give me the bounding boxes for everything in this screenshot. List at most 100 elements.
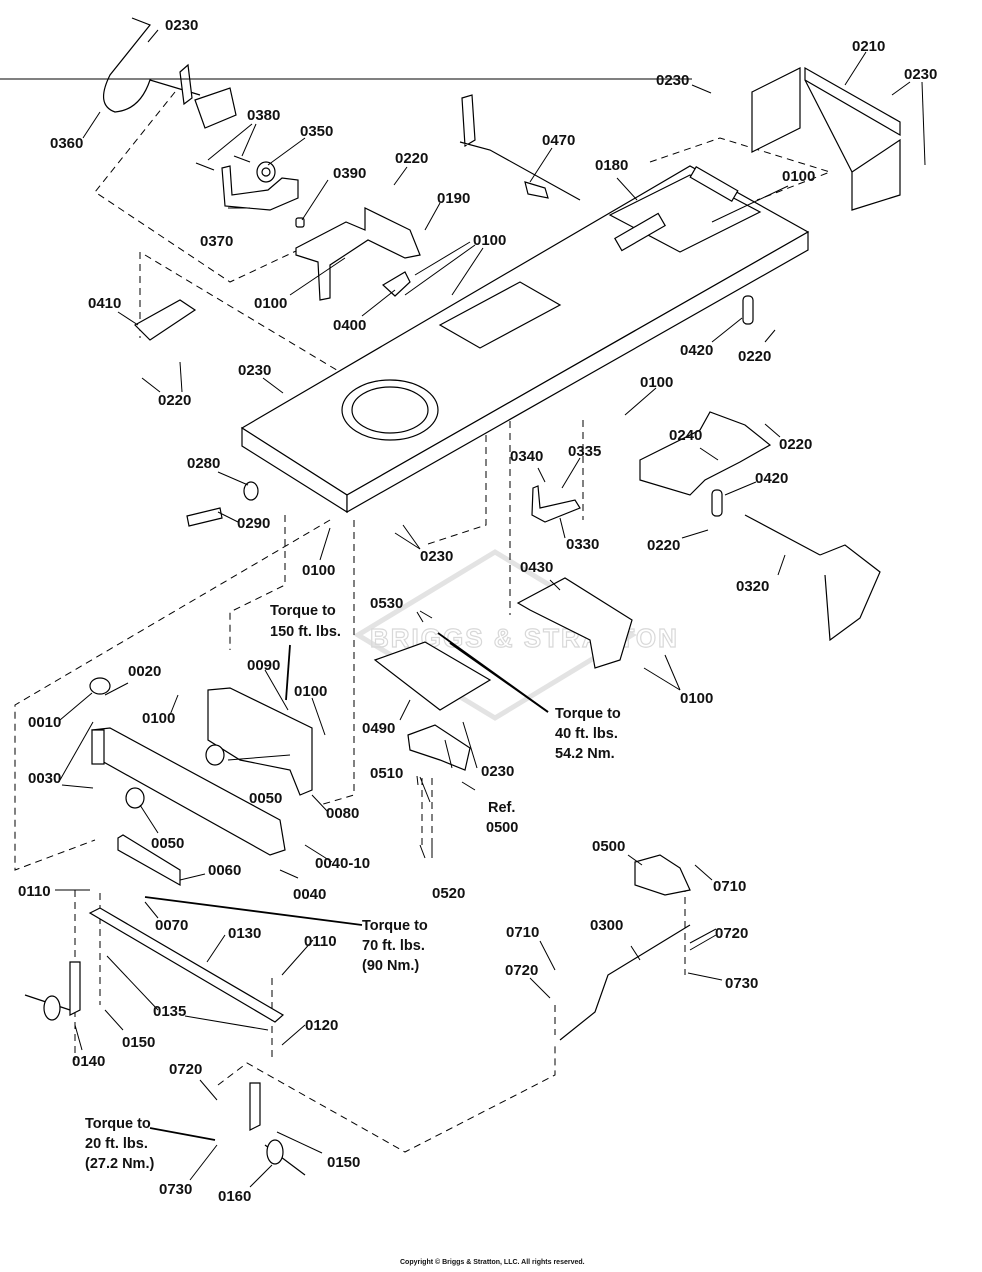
callout-0040[interactable]: 0040 xyxy=(293,886,326,903)
bolt-0290[interactable] xyxy=(186,507,223,527)
plate-0490[interactable] xyxy=(373,641,492,711)
callout-0720[interactable]: 0720 xyxy=(505,962,538,979)
callout-0530[interactable]: 0530 xyxy=(370,595,403,612)
bushing-0350[interactable] xyxy=(256,161,276,183)
callout-0010[interactable]: 0010 xyxy=(28,714,61,731)
callout-0350[interactable]: 0350 xyxy=(300,123,333,140)
callout-0080[interactable]: 0080 xyxy=(326,805,359,822)
callout-0100[interactable]: 0100 xyxy=(142,710,175,727)
pedal-0320[interactable] xyxy=(744,514,881,642)
callout-0130[interactable]: 0130 xyxy=(228,925,261,942)
callout-0470[interactable]: 0470 xyxy=(542,132,575,149)
bracket-0080[interactable] xyxy=(207,687,313,796)
callout-0360[interactable]: 0360 xyxy=(50,135,83,152)
frame-0180[interactable] xyxy=(240,165,810,514)
cap-0010[interactable] xyxy=(89,677,111,695)
drag-link-0300[interactable] xyxy=(559,924,691,1041)
callout-0150[interactable]: 0150 xyxy=(327,1154,360,1171)
bracket-0210[interactable] xyxy=(751,66,901,211)
bracket-0240[interactable] xyxy=(639,411,772,496)
callout-0100[interactable]: 0100 xyxy=(254,295,287,312)
control-lever-0470[interactable] xyxy=(459,94,581,201)
spindle-0140[interactable] xyxy=(24,961,81,1021)
callout-0040-10[interactable]: 0040-10 xyxy=(315,855,370,872)
callout-0370[interactable]: 0370 xyxy=(200,233,233,250)
cam-0500-ref[interactable] xyxy=(407,724,471,771)
callout-0420[interactable]: 0420 xyxy=(755,470,788,487)
callout-0100[interactable]: 0100 xyxy=(473,232,506,249)
callout-0180[interactable]: 0180 xyxy=(595,157,628,174)
callout-0500[interactable]: 0500 xyxy=(592,838,625,855)
callout-0380[interactable]: 0380 xyxy=(247,107,280,124)
bushing-0050-b[interactable] xyxy=(125,787,145,809)
callout-0730[interactable]: 0730 xyxy=(159,1181,192,1198)
callout-0710[interactable]: 0710 xyxy=(713,878,746,895)
steering-arm-0500[interactable] xyxy=(634,854,691,896)
callout-0110[interactable]: 0110 xyxy=(18,883,51,900)
callout-0110[interactable]: 0110 xyxy=(304,933,337,950)
callout-0490[interactable]: 0490 xyxy=(362,720,395,737)
bracket-0060[interactable] xyxy=(117,834,181,887)
washer-0280[interactable] xyxy=(243,481,259,501)
callout-0730[interactable]: 0730 xyxy=(725,975,758,992)
callout-0100[interactable]: 0100 xyxy=(302,562,335,579)
tie-rod-0130[interactable] xyxy=(88,907,285,1023)
callout-0340[interactable]: 0340 xyxy=(510,448,543,465)
callout-0020[interactable]: 0020 xyxy=(128,663,161,680)
spacer-0390[interactable] xyxy=(295,217,305,228)
callout-0070[interactable]: 0070 xyxy=(155,917,188,934)
callout-0230[interactable]: 0230 xyxy=(481,763,514,780)
callout-0100[interactable]: 0100 xyxy=(640,374,673,391)
bracket-0400[interactable] xyxy=(381,271,411,297)
callout-0050[interactable]: 0050 xyxy=(151,835,184,852)
callout-0100[interactable]: 0100 xyxy=(294,683,327,700)
callout-0050[interactable]: 0050 xyxy=(249,790,282,807)
callout-0160[interactable]: 0160 xyxy=(218,1188,251,1205)
callout-0430[interactable]: 0430 xyxy=(520,559,553,576)
bracket-0410[interactable] xyxy=(134,299,197,341)
callout-0135[interactable]: 0135 xyxy=(153,1003,186,1020)
callout-0090[interactable]: 0090 xyxy=(247,657,280,674)
callout-0220[interactable]: 0220 xyxy=(647,537,680,554)
callout-0140[interactable]: 0140 xyxy=(72,1053,105,1070)
callout-0390[interactable]: 0390 xyxy=(333,165,366,182)
callout-0335[interactable]: 0335 xyxy=(568,443,601,460)
callout-0220[interactable]: 0220 xyxy=(158,392,191,409)
callout-0240[interactable]: 0240 xyxy=(669,427,702,444)
callout-0230[interactable]: 0230 xyxy=(420,548,453,565)
callout-0220[interactable]: 0220 xyxy=(395,150,428,167)
bracket-0190[interactable] xyxy=(295,207,421,301)
pedal-0360[interactable] xyxy=(103,17,237,129)
bracket-0330[interactable] xyxy=(531,485,581,523)
bushing-0050-a[interactable] xyxy=(205,744,225,766)
callout-0410[interactable]: 0410 xyxy=(88,295,121,312)
callout-0330[interactable]: 0330 xyxy=(566,536,599,553)
callout-0720[interactable]: 0720 xyxy=(169,1061,202,1078)
callout-0220[interactable]: 0220 xyxy=(738,348,771,365)
callout-0120[interactable]: 0120 xyxy=(305,1017,338,1034)
callout-0290[interactable]: 0290 xyxy=(237,515,270,532)
callout-0710[interactable]: 0710 xyxy=(506,924,539,941)
callout-0280[interactable]: 0280 xyxy=(187,455,220,472)
callout-0230[interactable]: 0230 xyxy=(238,362,271,379)
axle-pivot-0040[interactable] xyxy=(91,727,286,856)
callout-0230[interactable]: 0230 xyxy=(656,72,689,89)
callout-0060[interactable]: 0060 xyxy=(208,862,241,879)
callout-0190[interactable]: 0190 xyxy=(437,190,470,207)
callout-0150[interactable]: 0150 xyxy=(122,1034,155,1051)
callout-0720[interactable]: 0720 xyxy=(715,925,748,942)
callout-0520[interactable]: 0520 xyxy=(432,885,465,902)
callout-0230[interactable]: 0230 xyxy=(904,66,937,83)
callout-0100[interactable]: 0100 xyxy=(782,168,815,185)
callout-0100[interactable]: 0100 xyxy=(680,690,713,707)
callout-0220[interactable]: 0220 xyxy=(779,436,812,453)
callout-0420[interactable]: 0420 xyxy=(680,342,713,359)
callout-0030[interactable]: 0030 xyxy=(28,770,61,787)
bracket-0420-lower[interactable] xyxy=(711,489,723,517)
bracket-0420-upper[interactable] xyxy=(742,295,754,325)
callout-0320[interactable]: 0320 xyxy=(736,578,769,595)
callout-0210[interactable]: 0210 xyxy=(852,38,885,55)
spindle-0160[interactable] xyxy=(249,1082,306,1176)
callout-0230[interactable]: 0230 xyxy=(165,17,198,34)
callout-0510[interactable]: 0510 xyxy=(370,765,403,782)
